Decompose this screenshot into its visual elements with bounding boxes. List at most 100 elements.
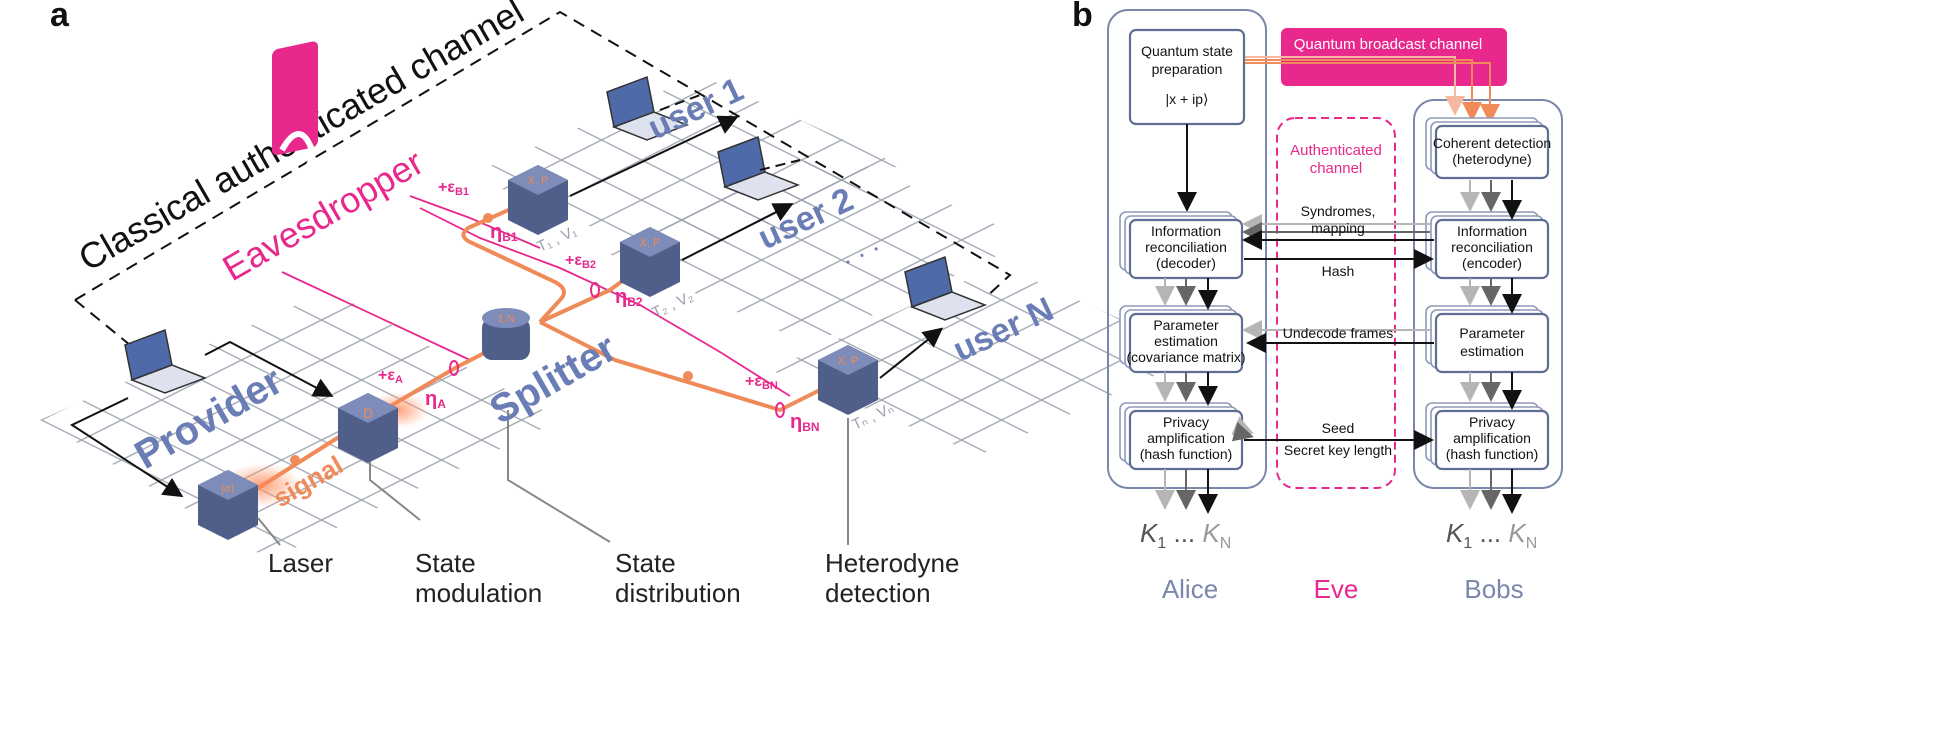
- ear-icon: [272, 41, 318, 156]
- svg-text:estimation: estimation: [1154, 333, 1218, 349]
- detector-box-1: X, P: [508, 165, 568, 235]
- caption-detection-2: detection: [825, 578, 931, 608]
- fiber-node: [683, 371, 693, 381]
- bobs-keys: K1 ... KN: [1446, 518, 1537, 552]
- message-arrows: [1231, 214, 1434, 450]
- name-eve: Eve: [1314, 574, 1359, 604]
- svg-text:reconciliation: reconciliation: [1451, 239, 1533, 255]
- svg-text:(decoder): (decoder): [1156, 255, 1216, 271]
- msg-syndromes-2: mapping: [1311, 220, 1365, 236]
- detector-box-2: X, P: [620, 227, 680, 297]
- alice-arrows: [1155, 278, 1218, 514]
- usern-grid: [770, 265, 1200, 455]
- laser-box: |α⟩: [198, 470, 258, 540]
- svg-text:+εBN: +εBN: [745, 373, 778, 392]
- svg-text:1:N: 1:N: [497, 313, 514, 325]
- svg-text:Information: Information: [1457, 223, 1527, 239]
- svg-text:D: D: [363, 405, 373, 421]
- loss-marker: [775, 402, 785, 418]
- detector-box-n: X, P: [818, 345, 878, 415]
- bobs-arrows: [1460, 180, 1522, 514]
- svg-text:(heterodyne): (heterodyne): [1452, 151, 1531, 167]
- svg-text:Information: Information: [1151, 223, 1221, 239]
- alice-ir: Information reconciliation (decoder): [1119, 211, 1244, 280]
- svg-text:ηB2: ηB2: [615, 286, 643, 309]
- svg-text:+εB1: +εB1: [438, 179, 469, 198]
- alice-keys: K1 ... KN: [1140, 518, 1231, 552]
- svg-text:X, P: X, P: [838, 355, 859, 367]
- laptop-icon: [606, 75, 690, 141]
- svg-text:Privacy: Privacy: [1163, 414, 1209, 430]
- classical-channel-outline: [74, 10, 1012, 301]
- bobs-container: [1413, 99, 1563, 489]
- name-bobs: Bobs: [1464, 574, 1523, 604]
- svg-text:|x + ip⟩: |x + ip⟩: [1166, 91, 1209, 107]
- svg-text:(hash function): (hash function): [1446, 446, 1539, 462]
- panel-b-label: b: [1072, 0, 1093, 34]
- modulator-box: D: [338, 393, 398, 463]
- splitter-box: 1:N: [482, 308, 530, 360]
- msg-undecode: Undecode frames: [1283, 325, 1394, 341]
- svg-text:(hash function): (hash function): [1140, 446, 1233, 462]
- svg-text:(encoder): (encoder): [1462, 255, 1522, 271]
- classical-links: [69, 115, 944, 498]
- classical-channel-provider-link: [74, 299, 131, 346]
- noise-labels: +εA ηA +εB1 ηB1 +εB2 ηB2 +εBN ηBN: [378, 179, 820, 434]
- svg-text:Quantum state: Quantum state: [1141, 43, 1233, 59]
- bobs-pa: Privacy amplification (hash function): [1425, 402, 1550, 471]
- svg-text:X, P: X, P: [528, 175, 549, 187]
- laptop-icon: [904, 255, 988, 321]
- svg-text:+εA: +εA: [378, 367, 403, 386]
- broadcast-label: Quantum broadcast channel: [1294, 36, 1482, 53]
- eve-channel-label-1: Authenticated: [1290, 142, 1382, 159]
- svg-text:Parameter: Parameter: [1459, 325, 1525, 341]
- msg-hash: Hash: [1322, 263, 1355, 279]
- fiber-node: [483, 213, 493, 223]
- svg-text:ηA: ηA: [425, 388, 446, 411]
- svg-text:ηB1: ηB1: [490, 221, 518, 244]
- panel-a-label: a: [50, 0, 70, 34]
- svg-text:reconciliation: reconciliation: [1145, 239, 1227, 255]
- msg-seed: Seed: [1322, 420, 1355, 436]
- svg-text:ηBN: ηBN: [790, 411, 820, 434]
- loss-marker: [590, 282, 600, 298]
- user2-grid: [600, 150, 1030, 345]
- svg-text:Coherent detection: Coherent detection: [1433, 135, 1551, 151]
- svg-text:X, P: X, P: [640, 237, 661, 249]
- bobs-ir: Information reconciliation (encoder): [1425, 211, 1550, 280]
- tap-lines: [281, 195, 791, 397]
- broadcast-lines: [1244, 56, 1500, 124]
- alice-pa: Privacy amplification (hash function): [1119, 402, 1244, 471]
- caption-modulation-2: modulation: [415, 578, 542, 608]
- caption-modulation-1: State: [415, 548, 476, 578]
- panel-b: b Authenticated channel Quantum broadcas…: [1072, 0, 1563, 604]
- name-alice: Alice: [1162, 574, 1218, 604]
- user1-grid: [470, 75, 900, 265]
- svg-text:amplification: amplification: [1453, 430, 1531, 446]
- ear-icon-glyph: [279, 131, 316, 190]
- laptop-icon: [717, 135, 801, 201]
- bobs-pe: Parameter estimation: [1425, 305, 1550, 374]
- svg-text:amplification: amplification: [1147, 430, 1225, 446]
- svg-text:Privacy: Privacy: [1469, 414, 1515, 430]
- caption-laser: Laser: [268, 548, 333, 578]
- caption-pointers: [257, 410, 849, 546]
- caption-distribution-1: State: [615, 548, 676, 578]
- msg-syndromes-1: Syndromes,: [1301, 203, 1376, 219]
- svg-text:Parameter: Parameter: [1153, 317, 1219, 333]
- eve-authenticated-channel: [1276, 117, 1396, 489]
- alice-pe: Parameter estimation (covariance matrix): [1119, 305, 1246, 374]
- loss-marker: [449, 360, 459, 376]
- laptop-icon: [124, 328, 208, 394]
- svg-text:preparation: preparation: [1152, 61, 1223, 77]
- caption-distribution-2: distribution: [615, 578, 741, 608]
- bobs-cd: Coherent detection (heterodyne): [1425, 117, 1551, 180]
- svg-text:estimation: estimation: [1460, 343, 1524, 359]
- svg-text:(covariance matrix): (covariance matrix): [1126, 349, 1245, 365]
- fiber-node: [290, 455, 300, 465]
- svg-text:|α⟩: |α⟩: [221, 483, 235, 495]
- msg-secret-key-length: Secret key length: [1284, 442, 1392, 458]
- panel-a: a Classical authenticated channel Eavesd…: [40, 0, 1200, 608]
- eve-channel-label-2: channel: [1310, 160, 1363, 177]
